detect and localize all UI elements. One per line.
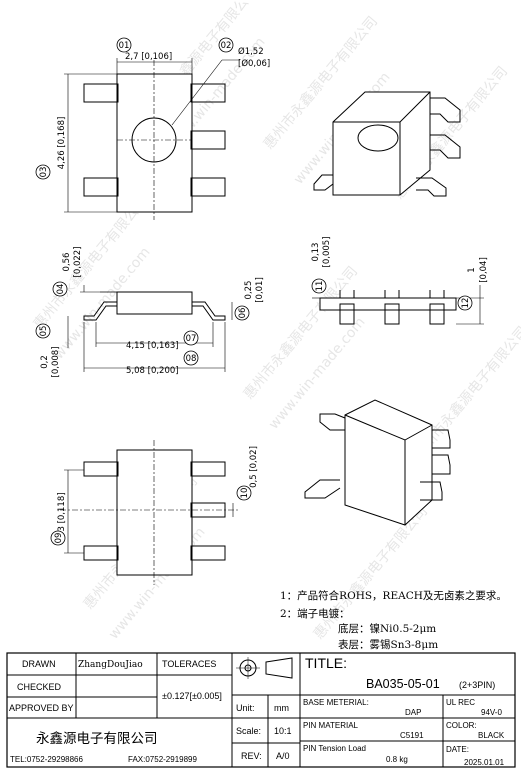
note-line-1: 1：产品符合ROHS，REACH及无卤素之要求。 xyxy=(280,590,507,602)
ul-rec-label: UL REC xyxy=(446,698,475,707)
callout-09: 09 xyxy=(54,533,64,544)
pin-material-label: PIN MATERIAL xyxy=(303,721,359,730)
color-value: BLACK xyxy=(478,731,505,740)
title-block-text: DRAWN ZhangDouJiao TOLERACES CHECKED ±0.… xyxy=(9,655,505,767)
callout-labels: 01 02 03 04 05 06 07 08 09 10 11 12 xyxy=(39,41,471,543)
callout-11: 11 xyxy=(315,281,325,292)
drawn-label: DRAWN xyxy=(22,659,56,669)
iso-view-top xyxy=(313,91,461,197)
dim-height-4-26: 4,26 [0,168] xyxy=(57,117,67,170)
title-label: TITLE: xyxy=(305,655,347,671)
callout-01: 01 xyxy=(119,41,130,51)
note-line-4: 表层：雾锡Sn3-8μm xyxy=(338,639,439,651)
callout-12: 12 xyxy=(461,298,471,309)
dimension-labels: 2,7 [0,106] Ø1,52 [Ø0,06] 4,26 [0,168] 0… xyxy=(40,46,489,532)
note-line-3: 底层：镍Ni0.5-2μm xyxy=(338,623,437,635)
company-tel: TEL:0752-29298866 xyxy=(10,755,84,764)
note-line-2: 2：端子电镀： xyxy=(280,608,350,620)
checked-label: CHECKED xyxy=(17,682,62,692)
color-label: COLOR: xyxy=(446,721,477,730)
dim-h-0-25-in: [0,01] xyxy=(255,277,265,303)
date-label: DATE: xyxy=(446,745,469,754)
callouts xyxy=(35,37,473,546)
dim-hole-diameter: Ø1,52 xyxy=(238,46,264,57)
callout-06: 06 xyxy=(238,308,248,319)
rev-label: REV: xyxy=(241,751,262,761)
pin-material-value: C5191 xyxy=(400,731,424,740)
title-value: BA035-05-01 xyxy=(366,677,440,691)
approved-label: APPROVED BY xyxy=(9,703,74,713)
dim-h-0-56: 0,56 xyxy=(62,253,72,272)
dim-h-0-13: 0,13 xyxy=(311,243,321,262)
callout-04: 04 xyxy=(56,284,66,295)
tolerances-value: ±0.127[±0.005] xyxy=(162,691,222,701)
pin-tension-value: 0.8 kg xyxy=(386,755,408,764)
base-material-label: BASE METERIAL: xyxy=(303,698,369,707)
company-fax: FAX:0752-2919899 xyxy=(128,755,197,764)
dim-width-3: 3 [0,118] xyxy=(57,492,67,531)
drawn-value: ZhangDouJiao xyxy=(78,660,143,670)
dim-h-0-2: 0,2 xyxy=(40,355,50,369)
unit-label: Unit: xyxy=(236,703,255,713)
callout-08: 08 xyxy=(186,354,197,364)
title-block xyxy=(6,652,516,768)
ul-rec-value: 94V-0 xyxy=(481,708,502,717)
title-suffix: (2+3PIN) xyxy=(459,680,495,690)
top-view xyxy=(64,58,240,220)
scale-value: 10:1 xyxy=(274,726,292,736)
company-name: 永鑫源电子有限公司 xyxy=(36,730,158,747)
rev-value: A/0 xyxy=(276,751,290,761)
callout-02: 02 xyxy=(221,41,232,51)
callout-05: 05 xyxy=(39,326,49,337)
callout-07: 07 xyxy=(186,334,197,344)
dim-h-1: 1 xyxy=(467,267,477,272)
callout-03: 03 xyxy=(39,167,49,178)
dim-h-0-13-in: [0,005] xyxy=(322,237,332,268)
dim-width-2-7: 2,7 [0,106] xyxy=(125,52,172,62)
dim-hole-tolerance: [Ø0,06] xyxy=(238,58,270,69)
base-material-value: DAP xyxy=(405,708,421,717)
side-view xyxy=(312,285,484,325)
callout-10: 10 xyxy=(240,488,250,499)
dim-width-5-08: 5,08 [0,200] xyxy=(126,366,179,376)
front-view xyxy=(67,285,233,372)
unit-value: mm xyxy=(274,703,289,713)
date-value: 2025.01.01 xyxy=(464,758,505,767)
dim-h-0-56-in: [0,022] xyxy=(73,247,83,278)
bottom-view xyxy=(60,440,240,585)
dim-width-0-5: 0,5 [0,02] xyxy=(249,446,259,488)
dim-width-4-15: 4,15 [0,163] xyxy=(126,341,179,351)
dim-h-0-25: 0,25 xyxy=(244,281,254,300)
dim-h-1-in: [0,04] xyxy=(479,257,489,283)
tolerances-label: TOLERACES xyxy=(162,659,216,669)
scale-label: Scale: xyxy=(236,726,261,736)
iso-view-bottom xyxy=(304,399,451,526)
pin-tension-label: PIN Tension Load xyxy=(303,744,366,753)
dim-h-0-2-in: [0,008] xyxy=(51,347,61,378)
